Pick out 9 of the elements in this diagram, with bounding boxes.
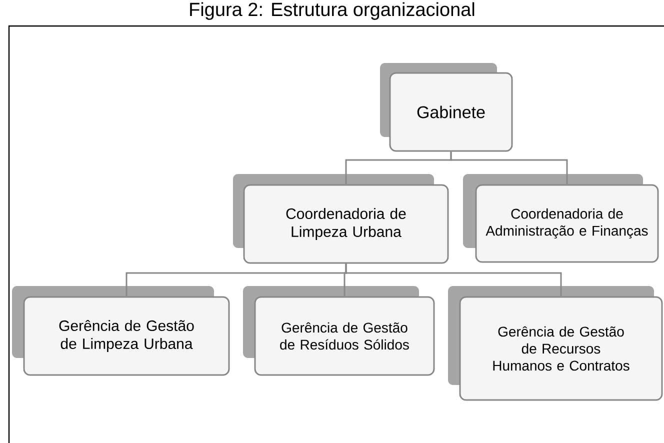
org-box: Gerência de Gestão de Recursos Humanos e Contratos [448,286,663,401]
org-box: Gerência de Gestão de Resíduos Sólidos [243,286,435,376]
org-box: Gerência de Gestão de Limpeza Urbana [12,286,230,376]
connector-line [345,264,562,296]
title: Figura 2: Estrutura organizacional [190,2,474,20]
org-box: Gabinete [380,63,513,152]
org-box: Coordenadoria de Limpeza Urbana [233,174,449,264]
connector-line [450,152,568,184]
org-box: Coordenadoria de Administração e Finanças [463,174,659,263]
